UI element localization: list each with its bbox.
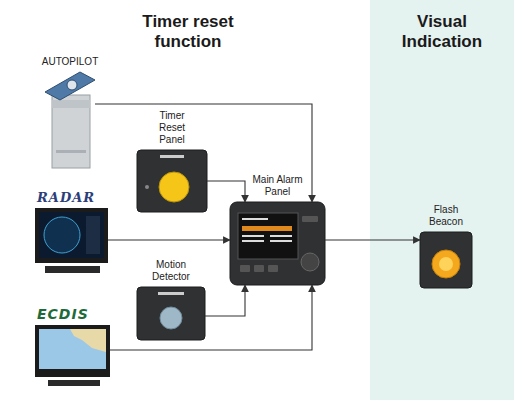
panel-screen bbox=[238, 213, 298, 259]
chart-land bbox=[70, 329, 106, 352]
radar-sidebar bbox=[86, 216, 100, 254]
detector-case bbox=[137, 287, 205, 340]
ecdis-illustration bbox=[35, 325, 110, 386]
radar-display: RADAR bbox=[35, 208, 108, 273]
title-holder: Timer reset function bbox=[113, 12, 263, 52]
alarm-panel: Main Alarm Panel bbox=[230, 202, 325, 285]
panel-key bbox=[268, 265, 278, 272]
radar-illustration bbox=[35, 208, 108, 273]
monitor-frame bbox=[35, 208, 108, 263]
main-alarm-illustration bbox=[230, 202, 325, 285]
screen-alert bbox=[242, 226, 292, 231]
connector-arrow bbox=[205, 285, 245, 316]
panel-logo bbox=[160, 155, 184, 158]
screen-line bbox=[270, 240, 292, 242]
indication-band: Visual IndicationFlash Beacon bbox=[370, 0, 514, 400]
radar-scope bbox=[44, 217, 80, 253]
console-body bbox=[52, 95, 90, 168]
motion-detector-illustration bbox=[137, 287, 205, 340]
screen-line bbox=[242, 235, 264, 237]
panel-case bbox=[137, 150, 207, 212]
console-dial bbox=[67, 80, 77, 90]
beacon-illustration bbox=[420, 232, 472, 288]
detector-lens bbox=[160, 307, 182, 329]
panel-key bbox=[254, 265, 264, 272]
connector-arrow bbox=[95, 104, 312, 202]
connector-arrow bbox=[110, 285, 312, 350]
timer-panel-illustration bbox=[137, 150, 207, 212]
panel-led bbox=[145, 185, 149, 189]
monitor-screen bbox=[39, 212, 104, 258]
motion-detector: Motion Detector bbox=[137, 287, 205, 340]
beacon-lamp bbox=[432, 250, 460, 278]
node-label: ECDIS bbox=[37, 306, 89, 322]
chart-screen bbox=[39, 329, 106, 369]
connector-arrow bbox=[207, 181, 245, 202]
node-label: Visual Indication bbox=[387, 12, 497, 52]
node-label: AUTOPILOT bbox=[30, 56, 110, 68]
node-label: Motion Detector bbox=[146, 259, 196, 283]
screen-line bbox=[242, 218, 268, 220]
panel-key bbox=[240, 265, 250, 272]
panel-key bbox=[302, 216, 318, 222]
panel-case bbox=[230, 202, 325, 285]
node-label: RADAR bbox=[37, 190, 95, 205]
node-label: Timer Reset Panel bbox=[150, 110, 195, 146]
node-label: Main Alarm Panel bbox=[246, 174, 310, 198]
flash-beacon: Flash Beacon bbox=[420, 232, 472, 288]
node-label: Flash Beacon bbox=[424, 204, 469, 228]
reset-button bbox=[159, 172, 189, 202]
ecdis-display: ECDIS bbox=[35, 325, 110, 386]
autopilot-console: AUTOPILOT bbox=[45, 72, 95, 168]
reset-panel: Timer Reset Panel bbox=[137, 150, 207, 212]
detector-logo bbox=[158, 292, 184, 295]
connector-arrow bbox=[108, 239, 230, 240]
screen-line bbox=[270, 235, 292, 237]
connector-arrow bbox=[325, 239, 420, 240]
screen-line bbox=[242, 240, 264, 242]
console-band bbox=[52, 100, 90, 108]
keyboard bbox=[48, 380, 100, 386]
panel-dpad bbox=[301, 253, 319, 271]
keyboard bbox=[45, 266, 100, 273]
monitor-frame bbox=[35, 325, 110, 377]
beacon-lamp-core bbox=[439, 257, 453, 271]
diagram-title: Timer reset function bbox=[113, 12, 263, 52]
console-top bbox=[45, 72, 95, 100]
console-vent bbox=[56, 150, 86, 153]
beacon-case bbox=[420, 232, 472, 288]
autopilot-illustration bbox=[45, 72, 95, 168]
